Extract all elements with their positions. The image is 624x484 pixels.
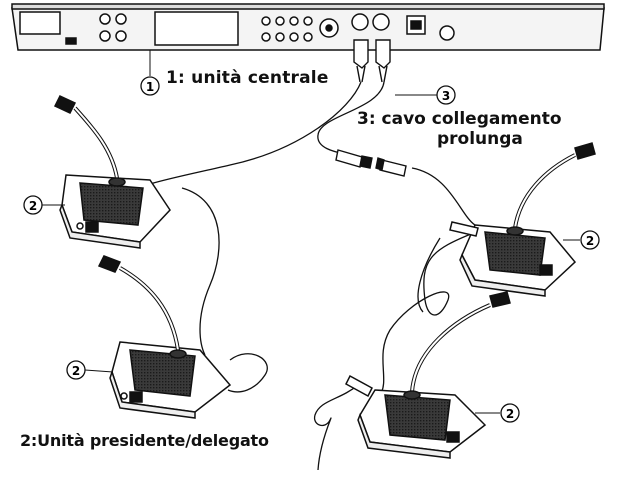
- callout-2-number-d: 2: [506, 407, 514, 421]
- gooseneck-a: [73, 106, 119, 179]
- callout-2-unit-d: 2: [475, 403, 520, 423]
- callout-1-number: 1: [146, 80, 154, 94]
- extension-cable-label-line1: 3: cavo collegamento: [357, 109, 562, 129]
- cable-plugs-central: [353, 39, 391, 83]
- callout-2-unit-a: 2: [23, 195, 65, 215]
- chairman-delegate-unit-label: 2:Unità presidente/delegato: [20, 431, 269, 450]
- gooseneck-d: [410, 303, 491, 393]
- extension-cable-connectors: [335, 149, 407, 177]
- callout-1: 1: [140, 50, 160, 96]
- central-unit-buttons: [99, 13, 127, 42]
- central-unit: [11, 3, 605, 51]
- discussion-unit-c: [449, 142, 596, 297]
- callout-2-number-a: 2: [29, 199, 37, 213]
- callout-2-number-c: 2: [586, 234, 594, 248]
- extension-cable-label-line2: prolunga: [437, 129, 523, 149]
- central-unit-label: 1: unità centrale: [166, 68, 329, 88]
- discussion-unit-a: [53, 95, 171, 249]
- callout-2-unit-b: 2: [66, 360, 114, 380]
- callout-3-number: 3: [442, 89, 450, 103]
- callout-2-unit-c: 2: [563, 230, 600, 250]
- gooseneck-b: [119, 266, 180, 351]
- discussion-unit-b: [97, 255, 232, 419]
- callout-2-number-b: 2: [72, 364, 80, 378]
- gooseneck-c: [513, 153, 576, 229]
- callout-3: 3: [436, 85, 456, 105]
- central-unit-connectors: [261, 13, 455, 42]
- cables: [149, 81, 477, 471]
- discussion-unit-d: [345, 291, 511, 459]
